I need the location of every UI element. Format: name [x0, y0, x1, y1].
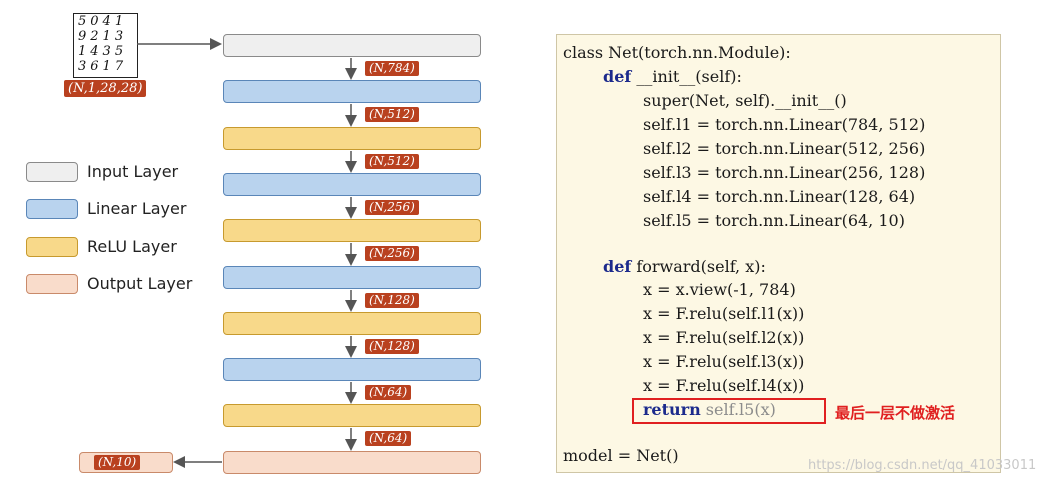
code-panel: class Net(torch.nn.Module): def __init__…	[556, 34, 1001, 473]
code-text: self.l5(x)	[700, 400, 776, 419]
digit-row: 9213	[78, 29, 128, 44]
watermark: https://blog.csdn.net/qq_41033011	[808, 458, 1037, 473]
code-line: self.l3 = torch.nn.Linear(256, 128)	[643, 163, 926, 182]
output-shape-tag: (N,10)	[94, 455, 141, 470]
shape-tag: (N,64)	[365, 385, 412, 400]
digit-row: 1435	[78, 44, 128, 59]
keyword: def	[603, 67, 632, 86]
code-line: def __init__(self):	[603, 67, 742, 87]
layer-linear	[223, 358, 481, 381]
shape-tag: (N,128)	[365, 293, 419, 308]
code-line: x = F.relu(self.l1(x))	[643, 304, 805, 323]
code-line: self.l5 = torch.nn.Linear(64, 10)	[643, 211, 905, 230]
code-line: x = x.view(-1, 784)	[643, 280, 796, 299]
layer-relu	[223, 219, 481, 242]
annotation-text: 最后一层不做激活	[835, 404, 956, 422]
legend-label-linear: Linear Layer	[87, 199, 187, 218]
shape-tag: (N,128)	[365, 339, 419, 354]
code-line: self.l4 = torch.nn.Linear(128, 64)	[643, 187, 916, 206]
shape-tag: (N,64)	[365, 431, 412, 446]
layer-linear	[223, 266, 481, 289]
code-line: x = F.relu(self.l3(x))	[643, 352, 805, 371]
code-line: x = F.relu(self.l2(x))	[643, 328, 805, 347]
code-text: forward(self, x):	[631, 257, 766, 276]
digit-row: 3617	[78, 59, 128, 74]
code-text: __init__(self):	[631, 67, 742, 86]
digit-row: 5041	[78, 14, 128, 29]
layer-relu	[223, 404, 481, 427]
shape-tag: (N,512)	[365, 154, 419, 169]
legend-label-input: Input Layer	[87, 162, 179, 181]
shape-tag: (N,256)	[365, 246, 419, 261]
layer-linear	[223, 80, 481, 103]
layer-linear	[223, 173, 481, 196]
legend-swatch-input	[26, 162, 78, 182]
code-line: self.l2 = torch.nn.Linear(512, 256)	[643, 139, 926, 158]
layer-relu	[223, 312, 481, 335]
legend-swatch-linear	[26, 199, 78, 219]
code-line: x = F.relu(self.l4(x))	[643, 376, 805, 395]
legend-swatch-relu	[26, 237, 78, 257]
keyword: def	[603, 257, 632, 276]
code-line: super(Net, self).__init__()	[643, 91, 847, 110]
mnist-digits-image: 5041 9213 1435 3617	[73, 13, 138, 78]
code-line: return self.l5(x)	[643, 400, 776, 420]
legend-label-output: Output Layer	[87, 274, 193, 293]
input-shape-tag: (N,1,28,28)	[64, 80, 147, 97]
code-line: class Net(torch.nn.Module):	[563, 43, 791, 62]
annotation-highlight-box	[632, 398, 826, 424]
code-line: model = Net()	[563, 446, 679, 465]
shape-tag: (N,784)	[365, 61, 419, 76]
code-line: def forward(self, x):	[603, 257, 766, 277]
shape-tag: (N,256)	[365, 200, 419, 215]
layer-input	[223, 34, 481, 57]
layer-output	[223, 451, 481, 474]
legend-swatch-output	[26, 274, 78, 294]
keyword: return	[643, 400, 701, 419]
code-line: self.l1 = torch.nn.Linear(784, 512)	[643, 115, 926, 134]
shape-tag: (N,512)	[365, 107, 419, 122]
layer-relu	[223, 127, 481, 150]
output-box: (N,10)	[79, 452, 173, 473]
legend-label-relu: ReLU Layer	[87, 237, 177, 256]
